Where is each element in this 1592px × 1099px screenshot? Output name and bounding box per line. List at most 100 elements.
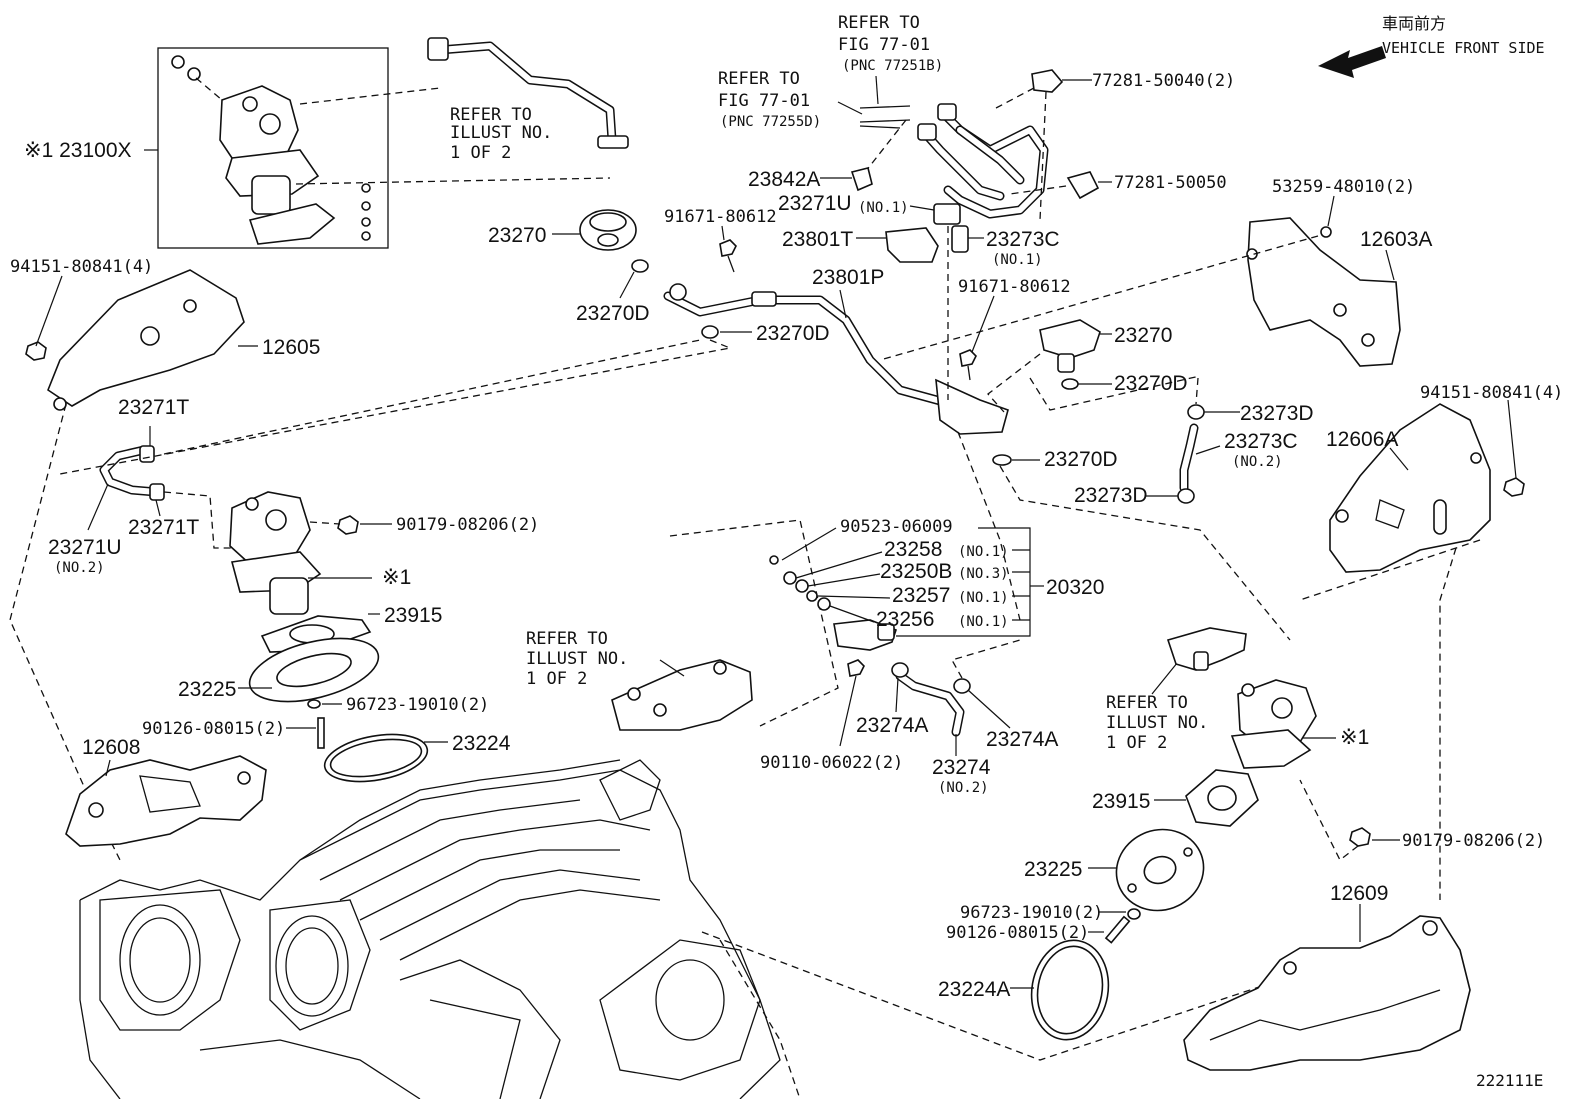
svg-text:1 OF 2: 1 OF 2 xyxy=(526,669,587,689)
gasket-23270d-a xyxy=(631,259,649,273)
svg-text:ILLUST NO.: ILLUST NO. xyxy=(1106,713,1208,733)
label-94151-left: 94151-80841(4) xyxy=(10,257,153,277)
front-direction-label: VEHICLE FRONT SIDE xyxy=(1382,39,1545,57)
bolt-90110 xyxy=(847,659,865,677)
clip-77281-50050 xyxy=(1066,171,1100,200)
label-23270-r: 23270 xyxy=(1114,324,1172,347)
plate-23225-r xyxy=(1115,828,1205,912)
label-23258-q: (NO.1) xyxy=(958,544,1009,560)
svg-text:1 OF 2: 1 OF 2 xyxy=(1106,733,1167,753)
label-23257-q: (NO.1) xyxy=(958,590,1009,606)
clip-77281-50040 xyxy=(1031,69,1064,93)
label-23273c-b-q: (NO.2) xyxy=(1232,454,1283,470)
label-23274a-a: 23274A xyxy=(856,714,928,737)
heat-insulator-12605 xyxy=(47,269,245,411)
pipe-stubs-77251b xyxy=(859,105,911,129)
label-23100x: ※1 23100X xyxy=(24,139,132,162)
label-23271t-a: 23271T xyxy=(118,396,189,419)
label-20320: 20320 xyxy=(1046,576,1104,599)
fuel-pump-center xyxy=(229,491,322,615)
label-23224: 23224 xyxy=(452,732,511,755)
label-90126-b: 90126-08015(2) xyxy=(946,923,1089,943)
vapor-hose-bundle xyxy=(917,103,1049,219)
label-90179-a: 90179-08206(2) xyxy=(396,515,539,535)
label-91671-b: 91671-80612 xyxy=(958,277,1071,297)
label-23842a: 23842A xyxy=(748,168,820,191)
clamp-23271t-lower xyxy=(149,483,165,501)
label-23274: 23274 xyxy=(932,756,991,779)
vsv-union-23271u xyxy=(933,203,961,225)
bolt-53259 xyxy=(1320,226,1332,238)
nut-90179-a xyxy=(337,515,359,535)
label-12608: 12608 xyxy=(82,736,140,759)
label-23271u-no1: 23271U xyxy=(778,192,852,215)
label-23273d-b: 23273D xyxy=(1074,484,1148,507)
o-ring-96723-a xyxy=(307,699,321,709)
label-90126-a: 90126-08015(2) xyxy=(142,719,285,739)
label-23270d-c: 23270D xyxy=(1044,448,1118,471)
refer-illust-top: REFER TO ILLUST NO. 1 OF 2 xyxy=(450,105,552,163)
refer-fig-b: REFER TO FIG 77-01 (PNC 77255D) xyxy=(718,69,821,130)
label-23273c-q: (NO.1) xyxy=(992,252,1043,268)
label-23250b-q: (NO.3) xyxy=(958,566,1009,582)
hose-23271u-no2 xyxy=(99,445,161,497)
label-23915: 23915 xyxy=(384,604,442,627)
label-23271u-no2-q: (NO.2) xyxy=(54,560,105,576)
label-96723-a: 96723-19010(2) xyxy=(346,695,489,715)
svg-text:(PNC 77255D): (PNC 77255D) xyxy=(720,114,821,130)
label-90179-b: 90179-08206(2) xyxy=(1402,831,1545,851)
nut-90179-b xyxy=(1349,827,1371,847)
bracket-23801t xyxy=(885,227,939,263)
label-23225-r: 23225 xyxy=(1024,858,1082,881)
label-12606a: 12606A xyxy=(1326,428,1398,451)
gasket-23270d-b xyxy=(701,325,719,339)
gasket-23224 xyxy=(323,733,429,783)
front-direction-jp: 車両前方 xyxy=(1382,14,1446,33)
clamp-23273d-b xyxy=(1177,488,1195,504)
label-23915-r: 23915 xyxy=(1092,790,1150,813)
pressure-regulator-23270 xyxy=(1039,319,1101,373)
bracket-12603a xyxy=(1246,217,1401,367)
label-23270: 23270 xyxy=(488,224,546,247)
label-note1-r: ※1 xyxy=(1340,726,1369,749)
label-23273c: 23273C xyxy=(986,228,1060,251)
stud-90126-a xyxy=(317,717,325,749)
bolt-91671-a xyxy=(719,239,737,273)
label-77281-50040: 77281-50040(2) xyxy=(1092,71,1235,91)
label-23271t-b: 23271T xyxy=(128,516,199,539)
label-23258: 23258 xyxy=(884,538,942,561)
svg-text:REFER TO: REFER TO xyxy=(526,629,608,649)
label-23273d-a: 23273D xyxy=(1240,402,1314,425)
svg-text:FIG 77-01: FIG 77-01 xyxy=(718,91,810,111)
label-90110: 90110-06022(2) xyxy=(760,753,903,773)
label-94151-right: 94151-80841(4) xyxy=(1420,383,1563,403)
clamp-23274a-a xyxy=(891,662,909,678)
label-23271u-no1-q: (NO.1) xyxy=(858,200,909,216)
fuel-pump-right xyxy=(1230,679,1317,769)
svg-text:ILLUST NO.: ILLUST NO. xyxy=(526,649,628,669)
fuel-rail-refer-mid xyxy=(611,659,753,731)
gasket-23270d-c xyxy=(992,454,1012,466)
injector-kit-20320 xyxy=(769,555,898,651)
label-23270d-r: 23270D xyxy=(1114,372,1188,395)
label-12609: 12609 xyxy=(1330,882,1388,905)
svg-text:1 OF 2: 1 OF 2 xyxy=(450,143,511,163)
label-23224a: 23224A xyxy=(938,978,1010,1001)
heat-insulator-12606a xyxy=(1329,403,1491,573)
o-ring-96723-b xyxy=(1127,908,1141,920)
label-23256-q: (NO.1) xyxy=(958,614,1009,630)
svg-text:ILLUST NO.: ILLUST NO. xyxy=(450,123,552,143)
pump-assembly-frame xyxy=(157,47,389,249)
clamp-23274a-b xyxy=(953,678,971,694)
label-23250b: 23250B xyxy=(880,560,952,583)
label-23225: 23225 xyxy=(178,678,236,701)
bolt-91671-b xyxy=(959,349,977,381)
svg-text:REFER TO: REFER TO xyxy=(450,105,532,125)
pulsation-damper-23270 xyxy=(579,209,637,251)
nut-94151-right xyxy=(1503,477,1525,497)
label-23270d-a: 23270D xyxy=(576,302,650,325)
clip-23842a xyxy=(850,167,873,192)
refer-illust-mid: REFER TO ILLUST NO. 1 OF 2 xyxy=(526,629,628,689)
drawing-number: 222111E xyxy=(1476,1071,1543,1090)
